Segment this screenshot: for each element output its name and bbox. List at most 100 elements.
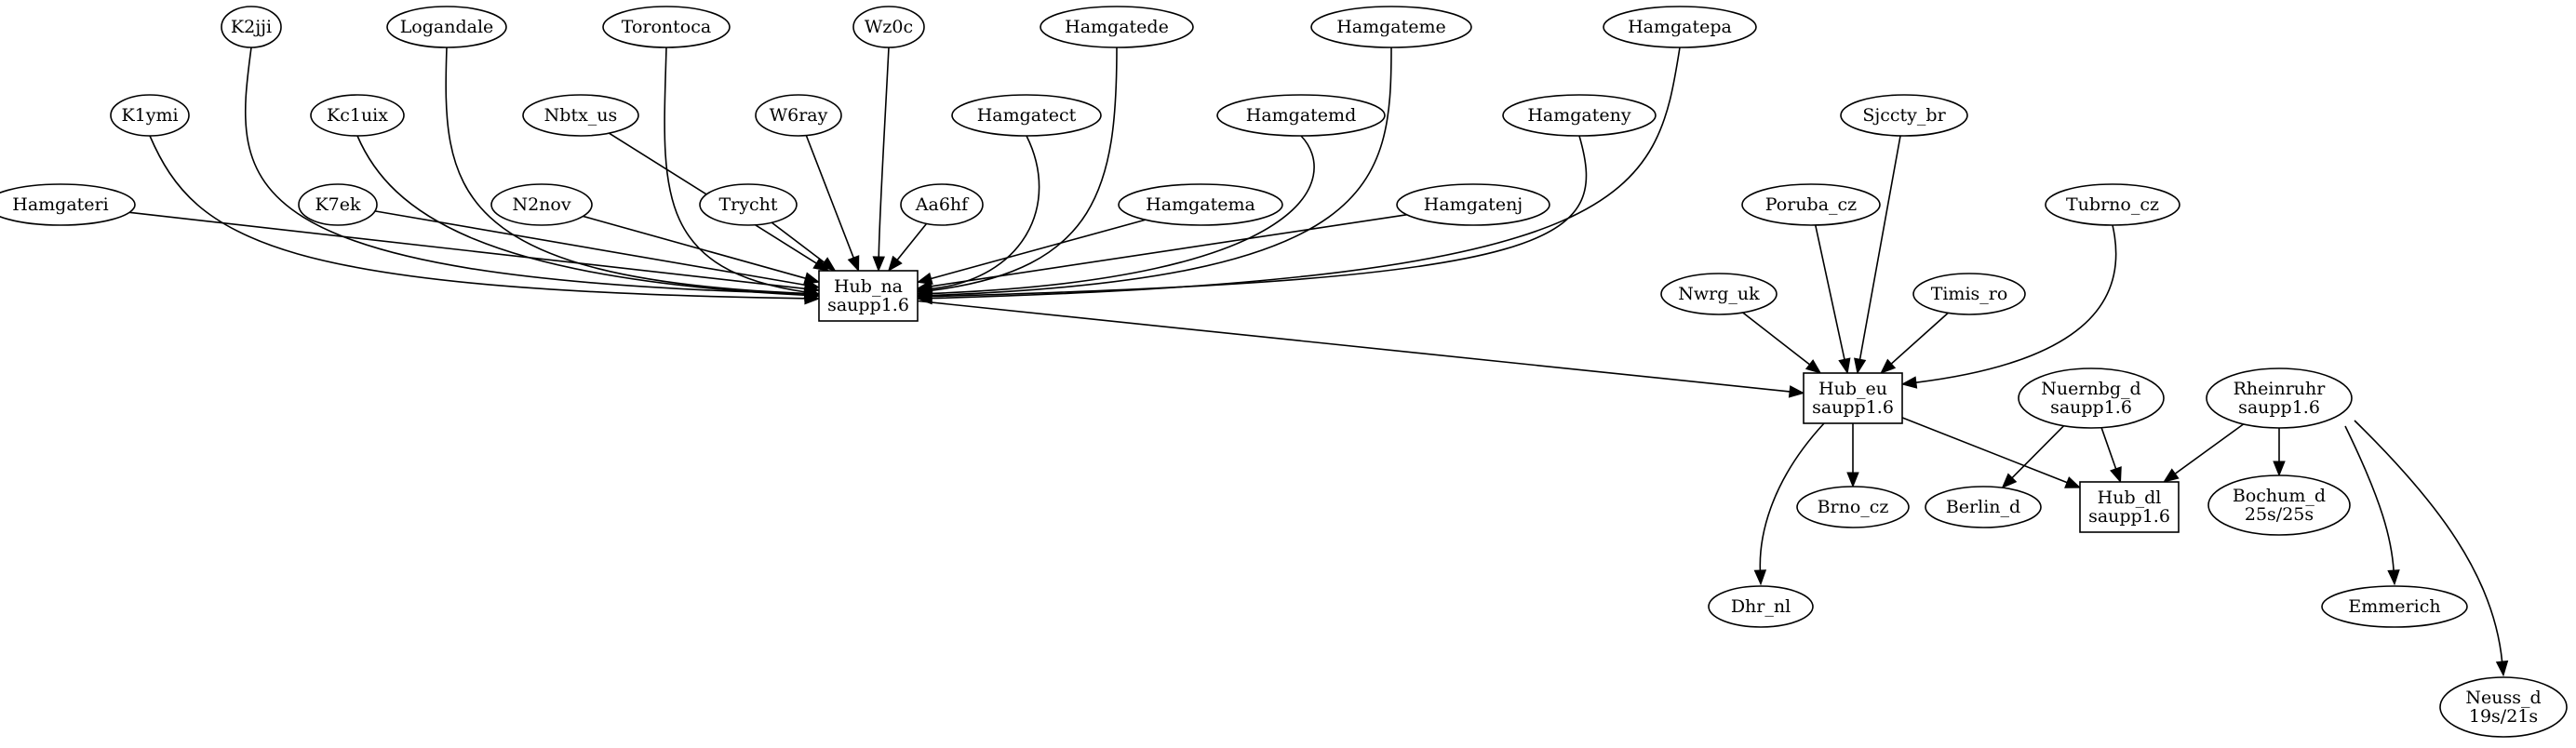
- edge-line: [244, 47, 807, 295]
- edge-line: [445, 47, 807, 295]
- node-timis-ro: Timis_ro: [1912, 273, 2026, 315]
- node-ellipse: [2206, 367, 2353, 429]
- arrow-head: [847, 255, 860, 273]
- edge-line: [2100, 427, 2117, 471]
- edge-line: [805, 135, 855, 260]
- node-ellipse: [602, 6, 731, 48]
- node-label: Nuernbg_d: [2041, 379, 2140, 399]
- node-ellipse: [1396, 183, 1550, 226]
- node-label: Tubrno_cz: [2066, 194, 2159, 215]
- arrow-head: [2064, 476, 2082, 488]
- node-torontoca: Torontoca: [602, 6, 731, 48]
- node-trycht: Trycht: [699, 183, 798, 226]
- edge-line: [1890, 312, 1949, 366]
- edge-line: [2174, 423, 2245, 475]
- arrow-head: [1753, 569, 1767, 586]
- edge-rheinruhr-to-neuss_d: [2354, 420, 2509, 677]
- edge-line: [930, 47, 1118, 292]
- edge-nuernbg_d-to-berlin_d: [2001, 425, 2065, 489]
- node-label: Torontoca: [622, 17, 711, 37]
- node-box: [2079, 481, 2180, 533]
- node-berlin-d: Berlin_d: [1925, 486, 2042, 528]
- node-label: Hamgatemd: [1246, 105, 1356, 126]
- node-logandale: Logandale: [386, 6, 507, 48]
- arrow-head: [2163, 468, 2180, 483]
- node-ellipse: [1118, 183, 1283, 226]
- arrow-head: [1846, 472, 1859, 488]
- node-ellipse: [1741, 183, 1881, 226]
- node-label: K7ek: [315, 194, 361, 215]
- edge-line: [917, 300, 1791, 393]
- node-label: Rheinruhr: [2234, 379, 2327, 399]
- edge-line: [930, 47, 1392, 297]
- node-label: saupp1.6: [827, 295, 909, 315]
- edge-tubrno_cz-to-hub_eu: [1900, 224, 2117, 389]
- node-label: Hamgatepa: [1628, 17, 1732, 37]
- node-ellipse: [0, 183, 136, 226]
- node-label: Aa6hf: [915, 194, 970, 215]
- edge-hamgatenj-to-hub_na: [916, 213, 1407, 293]
- node-ellipse: [2207, 474, 2351, 536]
- edge-line: [1742, 312, 1811, 367]
- edge-line: [2344, 425, 2395, 572]
- edge-line: [149, 135, 807, 300]
- arrow-head: [2273, 461, 2286, 477]
- node-ellipse: [386, 6, 507, 48]
- edge-hub_eu-to-dhr_nl: [1753, 422, 1825, 586]
- edge-aa6hf-to-hub_na: [887, 222, 928, 273]
- node-ellipse: [110, 94, 190, 137]
- edge-line: [771, 221, 825, 264]
- edge-line: [374, 210, 807, 287]
- arrow-head: [1854, 357, 1867, 375]
- node-label: Logandale: [400, 17, 494, 37]
- node-ellipse: [221, 6, 282, 48]
- node-box: [1803, 372, 1903, 424]
- edge-nwrg_uk-to-hub_eu: [1742, 312, 1822, 374]
- arrow-head: [1838, 357, 1851, 375]
- node-ellipse: [1310, 6, 1472, 48]
- edge-layer: [128, 47, 2509, 677]
- node-wz0c: Wz0c: [852, 6, 925, 48]
- node-ellipse: [852, 6, 925, 48]
- arrow-head: [803, 272, 821, 285]
- edge-hub_eu-to-brno_cz: [1846, 423, 1859, 488]
- edge-line: [1901, 417, 2069, 484]
- arrow-head: [1880, 358, 1897, 374]
- node-ellipse: [490, 183, 593, 226]
- node-ellipse: [522, 94, 639, 137]
- node-label: Poruba_cz: [1765, 194, 1857, 215]
- node-label: Hamgatede: [1065, 17, 1169, 37]
- edge-line: [1814, 224, 1845, 361]
- node-label: saupp1.6: [1812, 397, 1894, 418]
- node-hamgatema: Hamgatema: [1118, 183, 1283, 226]
- node-brno-cz: Brno_cz: [1796, 486, 1910, 528]
- node-n2nov: N2nov: [490, 183, 593, 226]
- node-box: [818, 270, 919, 322]
- node-label: Emmerich: [2348, 596, 2440, 617]
- node-hamgateri: Hamgateri: [0, 183, 136, 226]
- edge-hamgatema-to-hub_na: [916, 219, 1146, 285]
- edge-line: [1759, 422, 1825, 572]
- node-ellipse: [1216, 94, 1386, 137]
- edge-k2jji-to-hub_na: [244, 47, 821, 301]
- edge-line: [930, 213, 1407, 287]
- node-label: saupp1.6: [2050, 397, 2132, 418]
- node-ellipse: [2045, 183, 2180, 226]
- node-label: Wz0c: [865, 17, 913, 37]
- node-ellipse: [1840, 94, 1968, 137]
- edge-rheinruhr-to-emmerich: [2344, 425, 2400, 586]
- edge-line: [895, 222, 928, 261]
- arrow-head: [872, 256, 885, 273]
- node-ellipse: [900, 183, 984, 226]
- edge-hub_eu-to-hub_dl: [1901, 417, 2082, 488]
- node-emmerich: Emmerich: [2321, 585, 2468, 628]
- node-ellipse: [755, 94, 842, 137]
- node-ellipse: [1925, 486, 2042, 528]
- node-label: Hub_na: [834, 276, 903, 297]
- edge-hamgatepa-to-hub_na: [916, 47, 1681, 305]
- node-label: Nbtx_us: [544, 105, 618, 126]
